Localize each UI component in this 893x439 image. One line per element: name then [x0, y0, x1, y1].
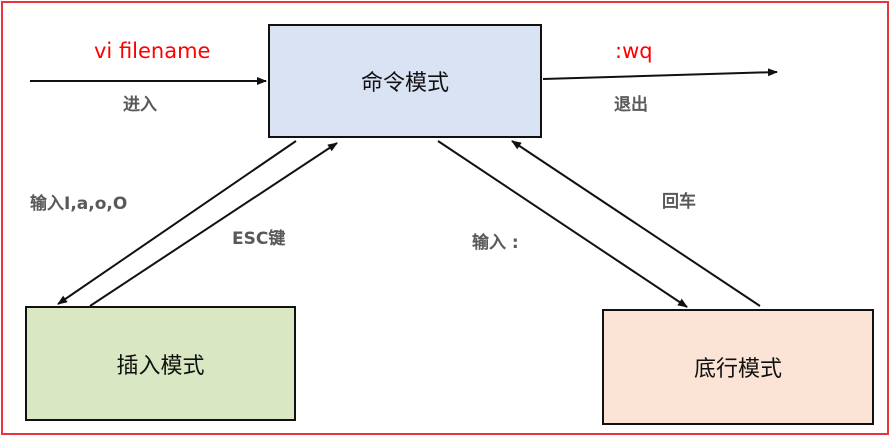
vi-filename-command: vi filename — [94, 39, 211, 63]
bottom-to-command-arrow — [511, 140, 761, 307]
insert-keys-label: 输入I,a,o,O — [30, 194, 128, 214]
insert-to-command-arrow — [89, 142, 338, 307]
command-mode-node: 命令模式 — [268, 24, 542, 138]
bottom-line-mode-node: 底行模式 — [602, 309, 874, 425]
enter-label: 进入 — [123, 95, 157, 115]
colon-input-label: 输入 : — [472, 233, 519, 253]
command-mode-label: 命令模式 — [360, 71, 449, 96]
bottom-line-mode-label: 底行模式 — [693, 357, 782, 382]
insert-mode-label: 插入模式 — [116, 353, 205, 379]
exit-arrow — [542, 68, 778, 80]
insert-mode-node: 插入模式 — [25, 306, 296, 421]
command-to-insert-arrow — [57, 140, 297, 305]
esc-key-label: ESC键 — [232, 229, 286, 249]
return-key-label: 回车 — [662, 192, 696, 212]
wq-command: :wq — [615, 39, 653, 63]
command-to-bottom-arrow — [437, 140, 688, 308]
exit-label: 退出 — [614, 95, 648, 115]
